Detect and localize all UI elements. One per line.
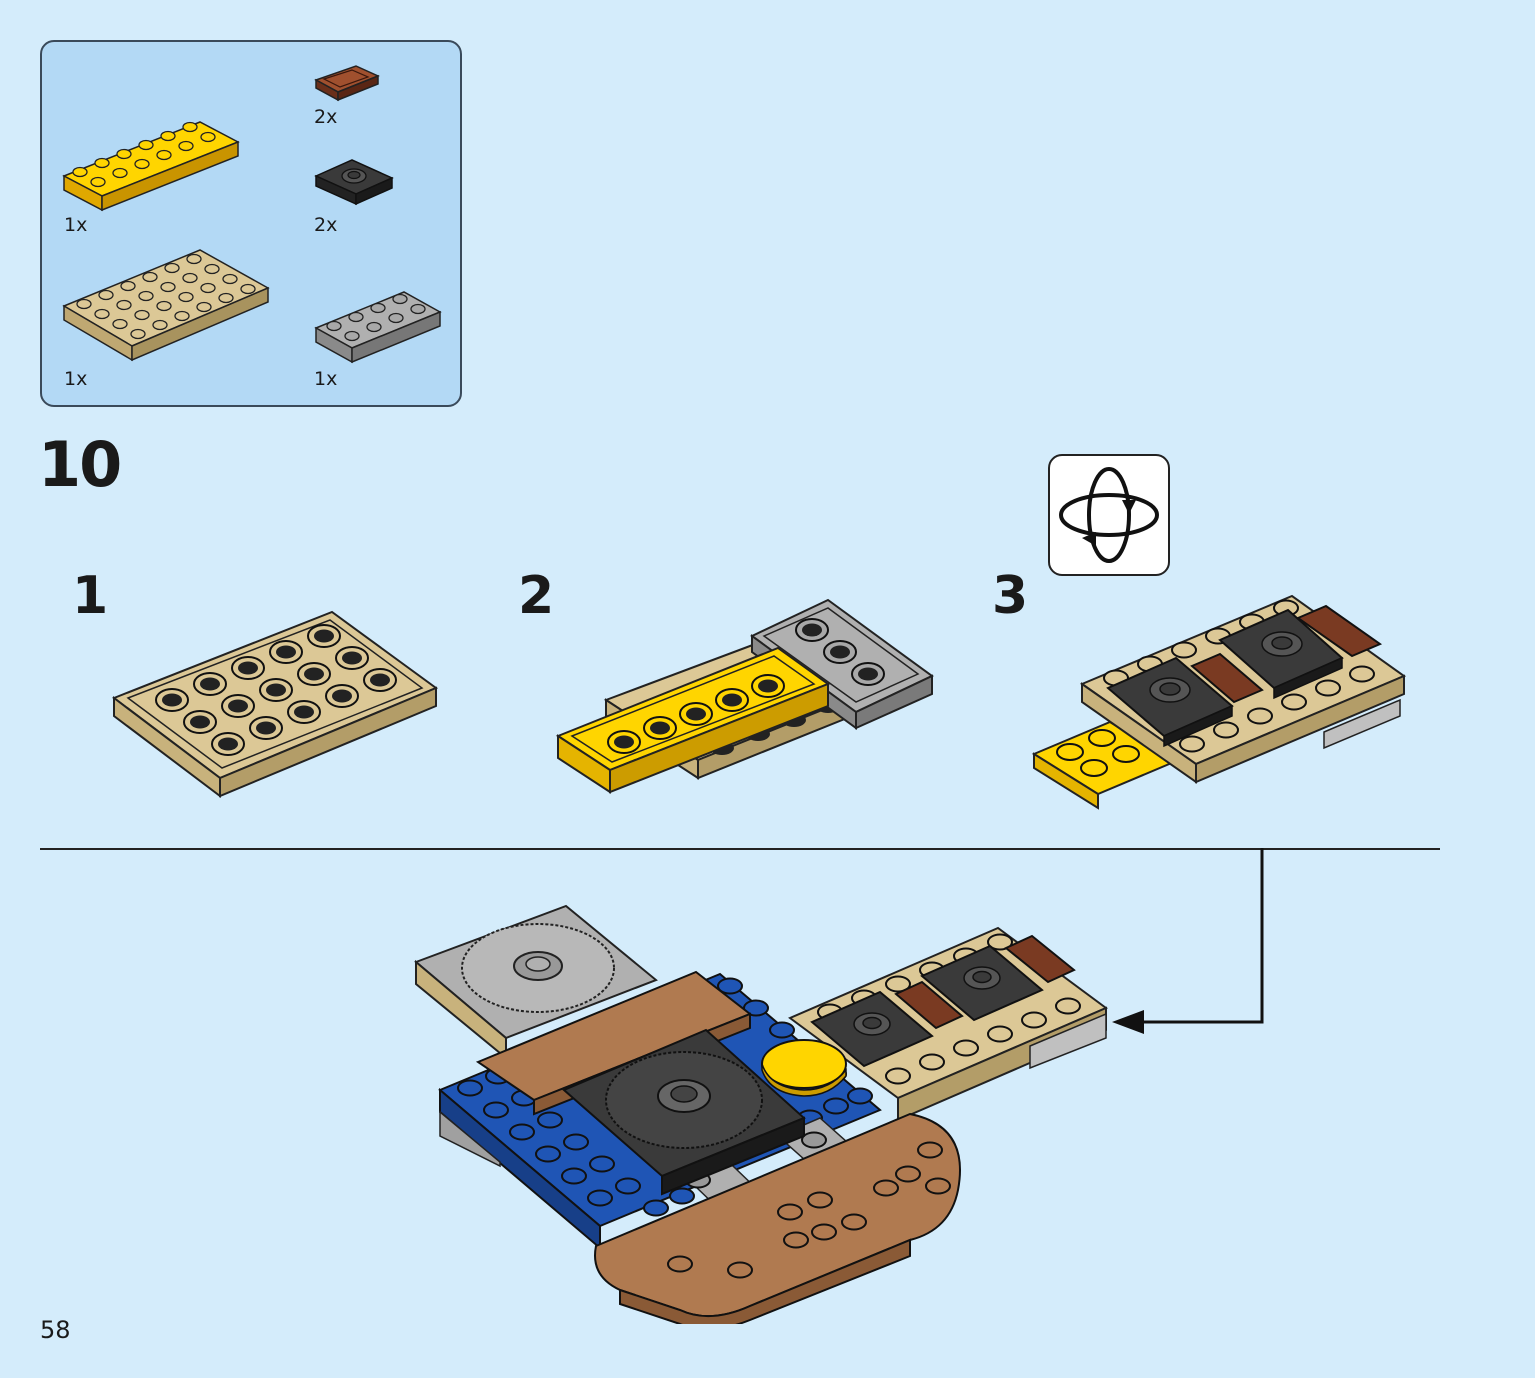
qty-label: 1x bbox=[64, 368, 88, 390]
main-model-assembly bbox=[414, 904, 1108, 1324]
substep-number: 2 bbox=[518, 566, 555, 626]
section-divider bbox=[40, 848, 1440, 850]
qty-label: 2x bbox=[314, 106, 338, 128]
qty-label: 1x bbox=[64, 214, 88, 236]
tan-plate-4x6-icon bbox=[62, 249, 270, 362]
substep-number: 3 bbox=[992, 566, 1029, 626]
qty-label: 1x bbox=[314, 368, 338, 390]
substep-3-assembly bbox=[1031, 594, 1407, 810]
rotate-model-box bbox=[1048, 454, 1170, 576]
yellow-plate-2x6-icon bbox=[62, 121, 240, 212]
qty-label: 2x bbox=[314, 214, 338, 236]
parts-list-box: 2x 1x 2x bbox=[40, 40, 462, 407]
callout-arrow-icon bbox=[1112, 848, 1264, 1034]
black-tile-2x2-center-stud-icon bbox=[314, 159, 394, 206]
rotate-model-icon bbox=[1059, 467, 1159, 563]
grey-plate-2x4-icon bbox=[314, 291, 442, 364]
substep-number: 1 bbox=[72, 566, 109, 626]
step-number: 10 bbox=[38, 428, 122, 501]
brown-tile-1x2-icon bbox=[314, 65, 380, 102]
page-number: 58 bbox=[40, 1316, 71, 1344]
substep-2-assembly bbox=[555, 598, 934, 794]
substep-1-tan-plate bbox=[111, 610, 439, 799]
